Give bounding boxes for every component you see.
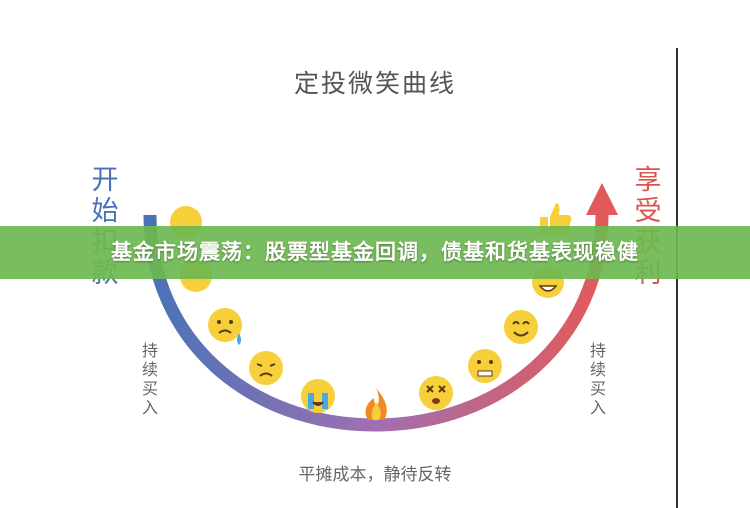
crying-face-icon (301, 379, 335, 413)
dizzy-face-icon (419, 376, 453, 410)
smile-arc (143, 214, 609, 432)
grimace-face-icon (468, 349, 502, 383)
page-title: 定投微笑曲线 (293, 69, 456, 98)
flame-icon (365, 388, 387, 420)
bottom-text: 平摊成本，静待反转 (298, 465, 452, 485)
headline-banner: 基金市场震荡：股票型基金回调，债基和货基表现稳健 (0, 226, 750, 279)
worried-face-icon (249, 351, 283, 385)
arrow-head (586, 183, 618, 215)
right-side-text: 持续买入 (589, 341, 606, 417)
sad-tear-face-icon (208, 308, 242, 345)
smile-face-icon (504, 310, 538, 344)
left-side-text: 持续买入 (141, 341, 158, 417)
